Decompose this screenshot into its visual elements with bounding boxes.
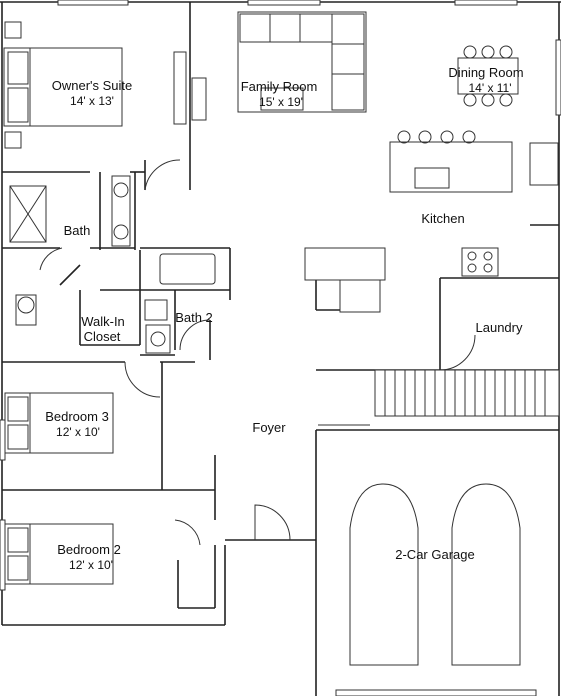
room-name-closet: Closet	[84, 329, 121, 344]
kitchen-fixtures	[389, 130, 559, 277]
room-name-bath: Bath	[64, 223, 91, 238]
owners-suite-furniture	[3, 21, 187, 149]
room-name-owners-suite: Owner's Suite	[52, 78, 133, 93]
room-labels: Owner's Suite 14' x 13' Family Room 15' …	[45, 65, 523, 572]
bedroom-beds	[4, 392, 114, 585]
room-size-owners-suite: 14' x 13'	[70, 94, 114, 108]
room-name-garage: 2-Car Garage	[395, 547, 474, 562]
garage-cars	[335, 483, 537, 696]
room-name-dining-room: Dining Room	[448, 65, 523, 80]
stairs	[304, 247, 560, 426]
room-size-family-room: 15' x 19'	[259, 95, 303, 109]
owners-bath-fixtures	[9, 175, 131, 326]
bath-2-fixtures	[144, 253, 216, 354]
room-name-family-room: Family Room	[241, 79, 318, 94]
room-name-foyer: Foyer	[252, 420, 286, 435]
room-name-bedroom-3: Bedroom 3	[45, 409, 109, 424]
dining-furniture	[457, 45, 519, 107]
room-name-kitchen: Kitchen	[421, 211, 464, 226]
room-name-bedroom-2: Bedroom 2	[57, 542, 121, 557]
room-size-bedroom-3: 12' x 10'	[56, 425, 100, 439]
room-name-bath-2: Bath 2	[175, 310, 213, 325]
room-size-bedroom-2: 12' x 10'	[69, 558, 113, 572]
room-size-dining-room: 14' x 11'	[468, 81, 511, 95]
room-name-laundry: Laundry	[476, 320, 523, 335]
room-name-walk-in: Walk-In	[81, 314, 125, 329]
door-swings	[39, 159, 476, 546]
family-room-furniture	[191, 11, 367, 121]
